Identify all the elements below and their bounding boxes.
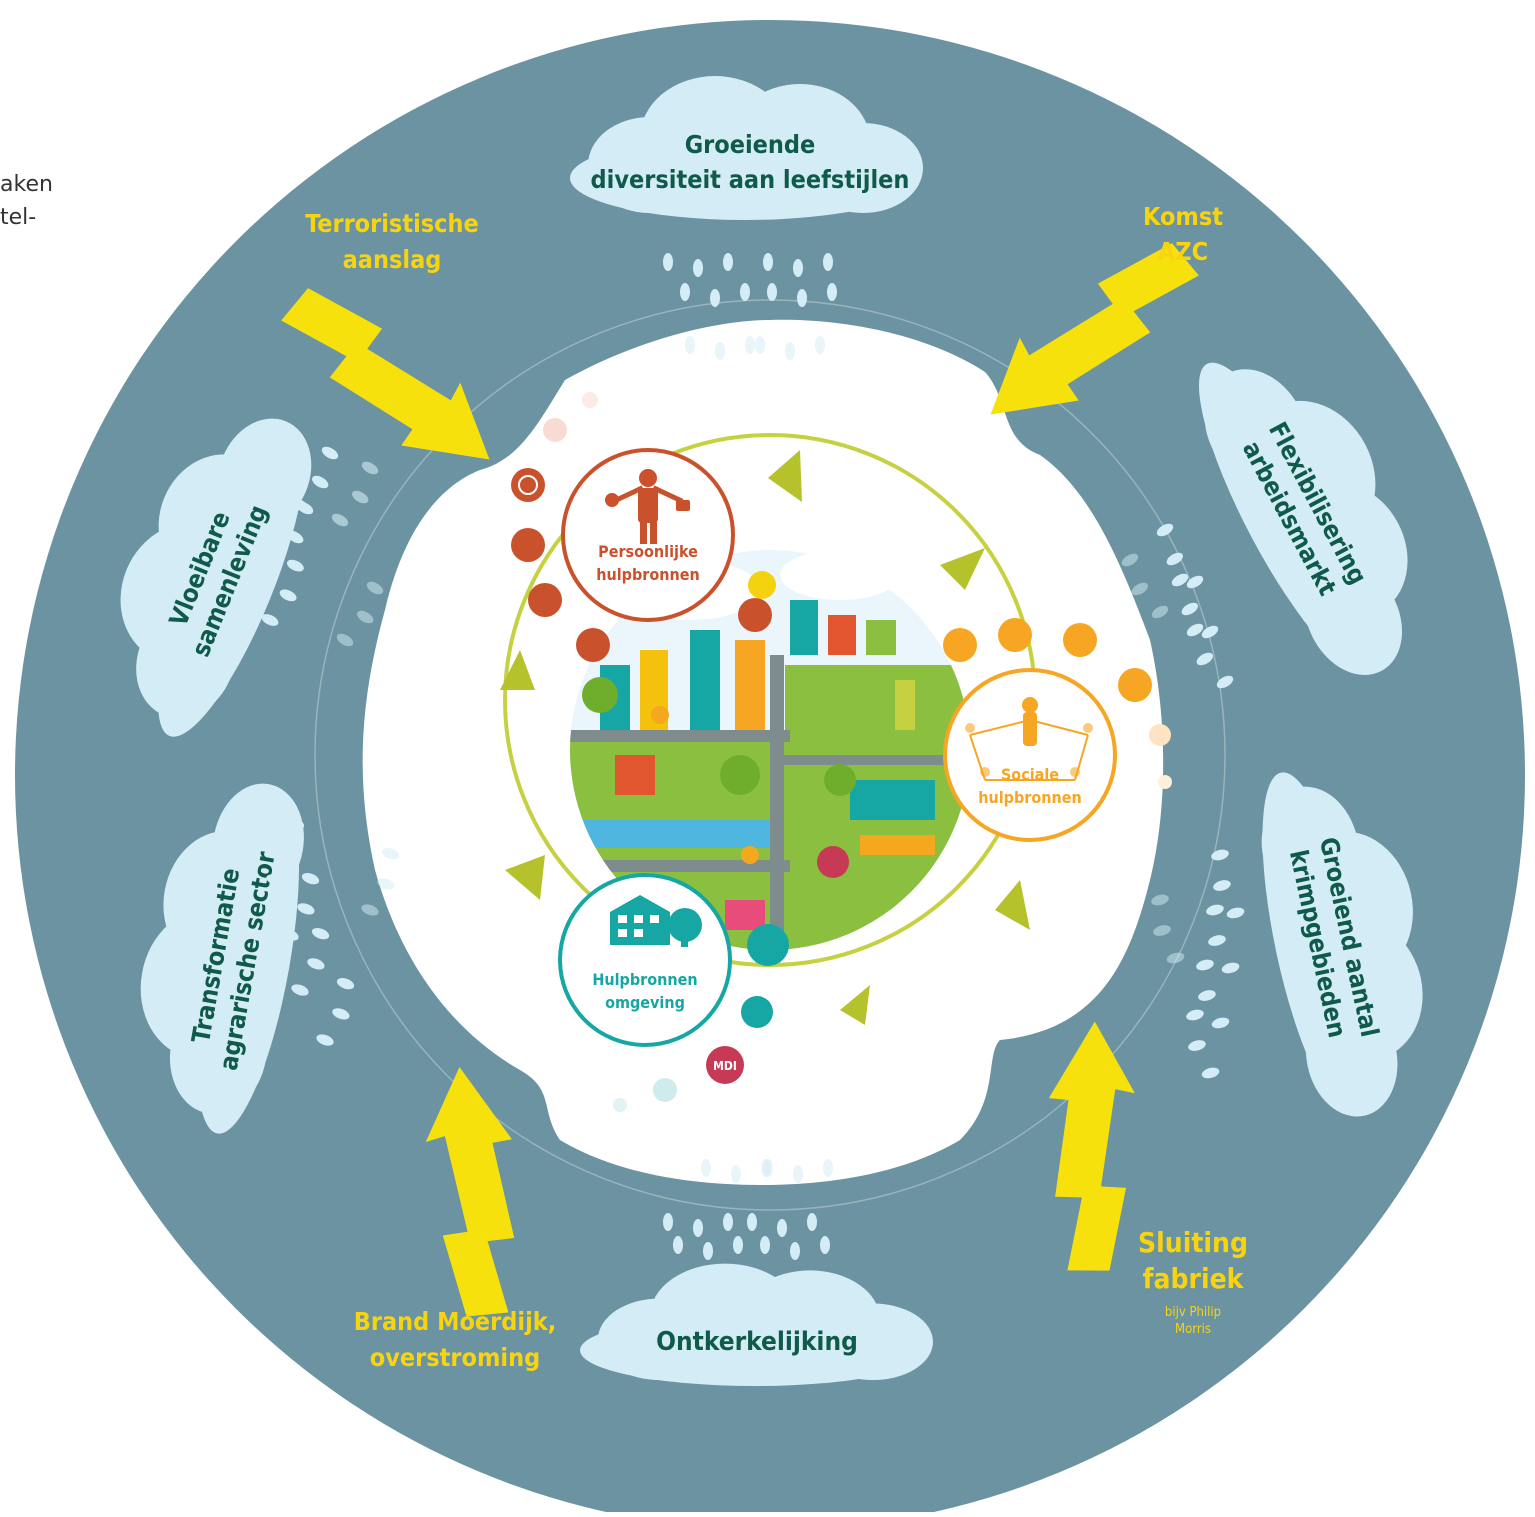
- shock-top-left-line2: aanslag: [343, 245, 442, 274]
- couple-icon: [998, 618, 1032, 652]
- cloud-top-line2: diversiteit aan leefstijlen: [591, 165, 910, 194]
- environment-resources: Hulpbronnen omgeving MDI: [558, 873, 789, 1112]
- community-icon: [1118, 668, 1152, 702]
- personal-resources: Persoonlijke hulpbronnen: [511, 392, 772, 662]
- cloud-right-lower: Groeiend aantal krimpgebieden: [1239, 751, 1455, 1127]
- shock-bottom-left-line2: overstroming: [370, 1343, 540, 1372]
- environment-label-line1: Hulpbronnen: [592, 970, 697, 989]
- shock-bottom-right-line2: fabriek: [1143, 1262, 1245, 1295]
- mdi-badge: [706, 1046, 744, 1084]
- elderly-walker-icon: [1063, 623, 1097, 657]
- cloud-bottom-line1: Ontkerkelijking: [656, 1327, 858, 1357]
- shock-top-left: Terroristische aanslag: [305, 209, 479, 274]
- cycle-arrows: [500, 450, 1030, 1025]
- shock-bottom-left: Brand Moerdijk, overstroming: [354, 1307, 557, 1372]
- shock-top-right-line2: AZC: [1158, 237, 1208, 266]
- social-resources: Sociale hulpbronnen: [943, 618, 1172, 842]
- building-tree-icon: [610, 895, 702, 947]
- shock-bottom-left-line1: Brand Moerdijk,: [354, 1307, 557, 1336]
- social-label-line2: hulpbronnen: [978, 788, 1082, 807]
- cycle-arrow-lower-right: [995, 880, 1030, 930]
- cycle-arrow-bottom: [840, 985, 870, 1025]
- shock-bottom-right-line1: Sluiting: [1138, 1226, 1248, 1259]
- cropped-text-line2: tel-: [0, 205, 37, 230]
- shock-bottom-right: Sluiting fabriek bijv Philip Morris: [1138, 1226, 1248, 1337]
- mdi-badge-label: MDI: [713, 1059, 737, 1073]
- person-juggling-icon: [605, 469, 690, 544]
- environment-label-line2: omgeving: [605, 993, 685, 1012]
- personal-label-line1: Persoonlijke: [598, 542, 698, 561]
- cropped-text-line1: aken: [0, 172, 53, 197]
- cloud-top-line1: Groeiende: [685, 130, 816, 159]
- medical-star-icon: [747, 924, 789, 966]
- shock-bottom-right-note1: bijv Philip: [1165, 1305, 1221, 1320]
- shock-top-right: Komst AZC: [1143, 202, 1223, 266]
- cloud-bottom: Ontkerkelijking: [580, 1263, 933, 1386]
- cycle-arrow-top: [768, 450, 802, 502]
- shock-bottom-right-note2: Morris: [1175, 1322, 1211, 1337]
- social-label-line1: Sociale: [1001, 765, 1059, 784]
- stacked-books-icon: [576, 628, 610, 662]
- cycle-arrow-lower-left: [505, 855, 545, 900]
- shock-top-right-line1: Komst: [1143, 202, 1223, 231]
- running-person-icon: [528, 583, 562, 617]
- cloud-left-lower: Transformatie agrarische sector: [116, 768, 320, 1141]
- shock-top-left-line1: Terroristische: [305, 209, 479, 238]
- handshake-icon: [511, 528, 545, 562]
- personal-label-line2: hulpbronnen: [596, 565, 700, 584]
- target-icon: [511, 468, 545, 502]
- cycle-arrow-left: [500, 650, 535, 690]
- cycle-arrow-upper-right: [940, 548, 985, 590]
- car-icon: [741, 996, 773, 1028]
- group-icon: [943, 628, 977, 662]
- heartbeat-icon: [738, 598, 772, 632]
- cloud-top: Groeiende diversiteit aan leefstijlen: [570, 76, 923, 220]
